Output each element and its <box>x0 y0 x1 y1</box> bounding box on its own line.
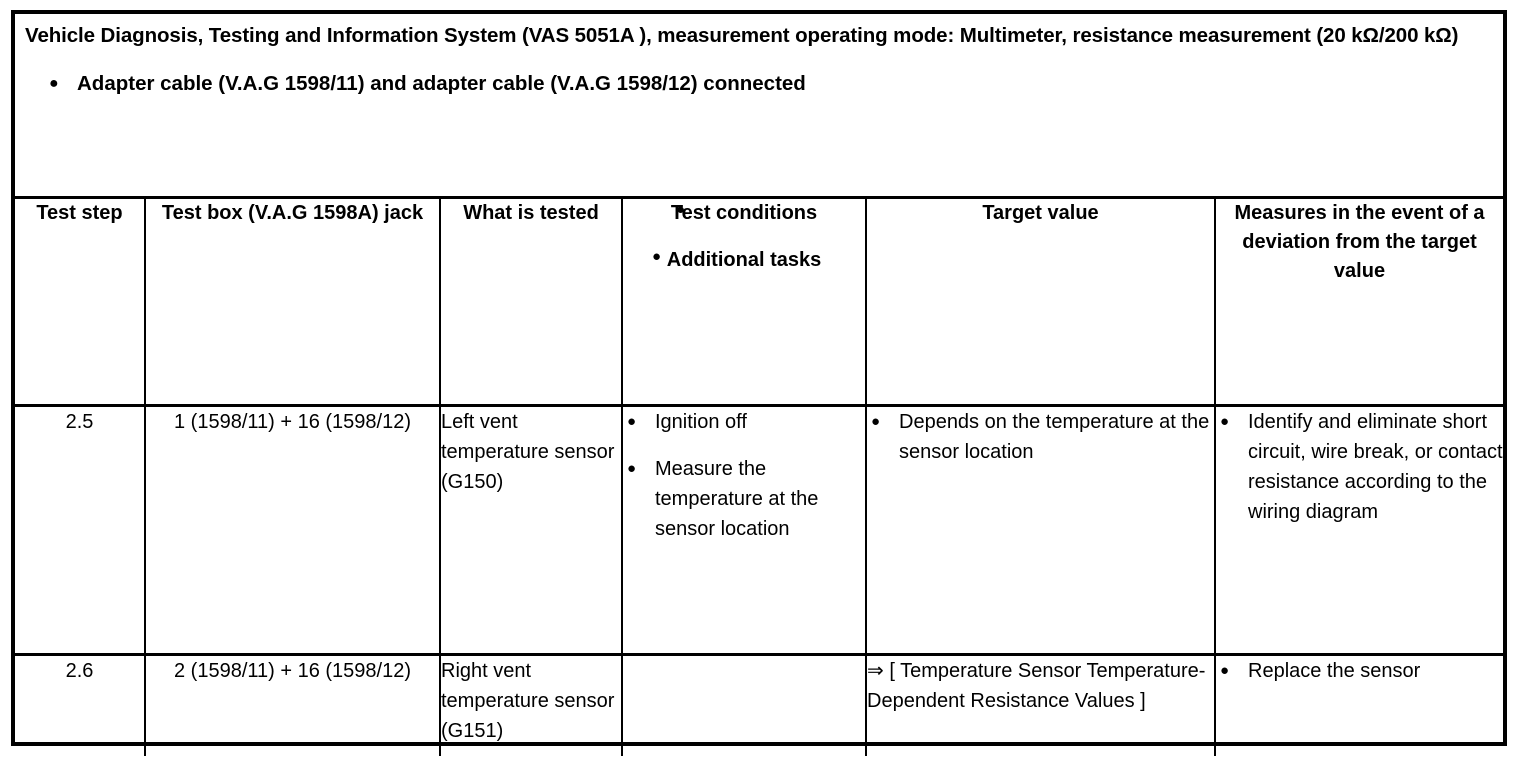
header-target-value: Target value <box>865 197 1215 406</box>
header-conditions-item: ● Test conditions <box>627 199 861 228</box>
cell-what-is-tested: Left vent temperature sensor (G150) <box>439 404 622 655</box>
bullet-icon: ● <box>871 413 881 430</box>
list-item: ● Identify and eliminate short circuit, … <box>1216 407 1503 527</box>
header-conditions-label: Test conditions <box>670 202 818 224</box>
list-item: ● Depends on the temperature at the sens… <box>867 407 1214 467</box>
cell-test-conditions <box>621 653 866 756</box>
bullet-icon: ● <box>652 248 662 265</box>
measure-text: Replace the sensor <box>1248 660 1421 682</box>
header-measures: Measures in the event of a deviation fro… <box>1214 197 1503 406</box>
cell-target-value: ● Depends on the temperature at the sens… <box>865 404 1215 655</box>
header-what-is-tested: What is tested <box>439 197 622 406</box>
table-row: 2.5 1 (1598/11) + 16 (1598/12) Left vent… <box>15 404 1503 655</box>
header-test-step: Test step <box>36 202 123 224</box>
test-procedure-table: Test step Test box (V.A.G 1598A) jack Wh… <box>15 196 1503 756</box>
cell-measures: ● Identify and eliminate short circuit, … <box>1214 404 1503 655</box>
target-value-text: Depends on the temperature at the sensor… <box>899 411 1210 463</box>
precondition-list: ● Adapter cable (V.A.G 1598/11) and adap… <box>25 71 1493 98</box>
measures-list: ● Identify and eliminate short circuit, … <box>1216 407 1503 527</box>
bullet-icon: ● <box>49 75 59 93</box>
cell-what-is-tested: Right vent temperature sensor (G151) <box>439 653 622 756</box>
cell-target-value: ⇒ [ Temperature Sensor Temperature-Depen… <box>865 653 1215 756</box>
bullet-icon: ● <box>627 460 637 477</box>
list-item: ● Replace the sensor <box>1216 656 1503 686</box>
cell-measures: ● Replace the sensor <box>1214 653 1503 756</box>
cross-reference-link[interactable]: ⇒ [ Temperature Sensor Temperature-Depen… <box>867 660 1206 712</box>
document-title: Vehicle Diagnosis, Testing and Informati… <box>25 24 1459 47</box>
list-item: ● Ignition off <box>623 407 865 437</box>
test-conditions-list: ● Ignition off ● Measure the temperature… <box>623 407 865 544</box>
intro-section: Vehicle Diagnosis, Testing and Informati… <box>15 14 1503 196</box>
header-test-conditions: ● Test conditions ● Additional tasks <box>621 197 866 406</box>
cell-test-box-jack: 1 (1598/11) + 16 (1598/12) <box>144 404 440 655</box>
cell-test-step: 2.6 <box>15 653 145 756</box>
bullet-icon: ● <box>1220 413 1230 430</box>
target-value-list: ● Depends on the temperature at the sens… <box>867 407 1214 467</box>
header-additional-tasks-label: Additional tasks <box>666 249 822 271</box>
measure-text: Identify and eliminate short circuit, wi… <box>1248 411 1503 523</box>
test-condition-text: Measure the temperature at the sensor lo… <box>655 458 819 540</box>
bullet-icon: ● <box>1220 662 1230 679</box>
test-condition-text: Ignition off <box>655 411 747 433</box>
list-item: ● Measure the temperature at the sensor … <box>623 454 865 544</box>
measures-list: ● Replace the sensor <box>1216 656 1503 686</box>
bullet-icon: ● <box>676 201 686 218</box>
header-conditions-list: ● Test conditions ● Additional tasks <box>627 199 861 275</box>
bullet-icon: ● <box>627 413 637 430</box>
header-test-box-jack: Test box (V.A.G 1598A) jack <box>144 197 440 406</box>
cell-test-conditions: ● Ignition off ● Measure the temperature… <box>621 404 866 655</box>
table-row: 2.6 2 (1598/11) + 16 (1598/12) Right ven… <box>15 653 1503 756</box>
table-header-row: Test step Test box (V.A.G 1598A) jack Wh… <box>15 197 1503 406</box>
header-additional-tasks-item: ● Additional tasks <box>627 246 861 275</box>
precondition-item: ● Adapter cable (V.A.G 1598/11) and adap… <box>25 71 1493 98</box>
cell-test-step: 2.5 <box>15 404 145 655</box>
cell-test-box-jack: 2 (1598/11) + 16 (1598/12) <box>144 653 440 756</box>
precondition-text: Adapter cable (V.A.G 1598/11) and adapte… <box>77 72 806 96</box>
document-frame: Vehicle Diagnosis, Testing and Informati… <box>11 10 1507 756</box>
